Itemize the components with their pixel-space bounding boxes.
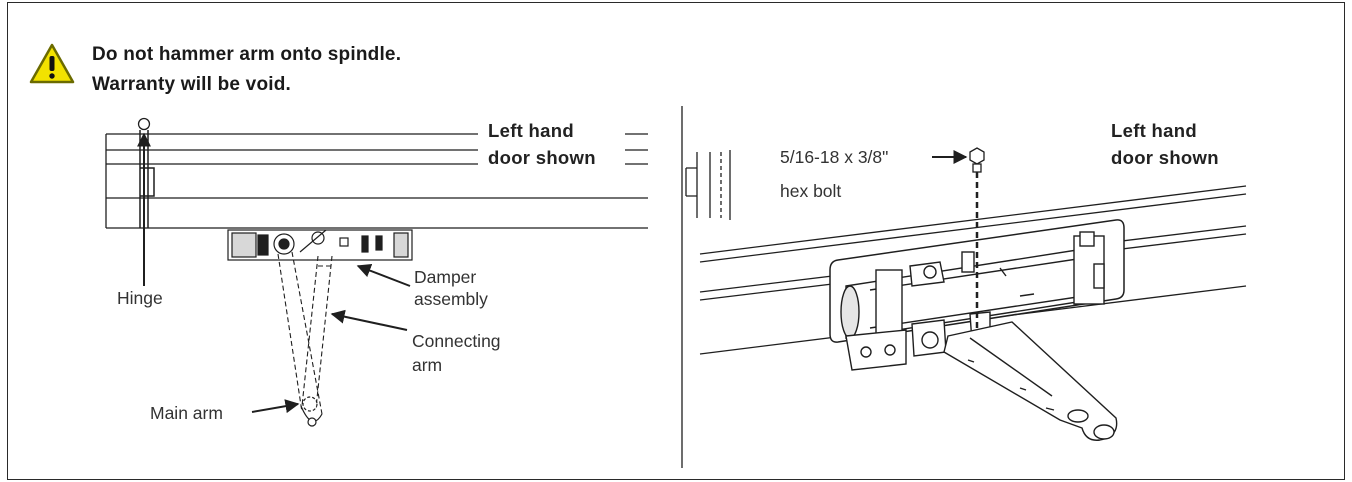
warning-message: Do not hammer arm onto spindle. Warranty… <box>92 40 401 100</box>
left-door-frame <box>105 133 648 229</box>
damper-label-line-2: assembly <box>414 289 488 309</box>
warning-line-1: Do not hammer arm onto spindle. <box>92 44 402 65</box>
hinge-detail <box>137 117 155 228</box>
closer-top-view <box>227 229 413 261</box>
bracket-right <box>845 311 991 371</box>
connecting-arm-label-line-1: Connecting <box>412 331 501 351</box>
hex-bolt-label-line-2: hex bolt <box>780 181 842 201</box>
arm-right <box>943 321 1118 441</box>
left-callouts <box>137 132 411 414</box>
right-door-note-line-1: Left hand <box>1111 120 1197 141</box>
right-door-note-line-2: door shown <box>1111 147 1219 168</box>
closer-body <box>840 231 1105 341</box>
main-arm-end <box>300 396 323 427</box>
hinge-label: Hinge <box>117 288 163 308</box>
damper-label-line-1: Damper <box>414 267 477 287</box>
arm-linkage <box>277 251 334 415</box>
hex-bolt <box>969 147 985 332</box>
connecting-arm-label-line-2: arm <box>412 355 443 375</box>
left-door-note-line-2: door shown <box>488 147 596 168</box>
main-arm-label: Main arm <box>150 403 223 423</box>
hex-bolt-label-line-1: 5/16-18 x 3/8" <box>780 147 889 167</box>
warning-triangle-icon <box>29 43 75 84</box>
warning-line-2: Warranty will be void. <box>92 74 292 95</box>
left-door-note-line-1: Left hand <box>488 120 574 141</box>
